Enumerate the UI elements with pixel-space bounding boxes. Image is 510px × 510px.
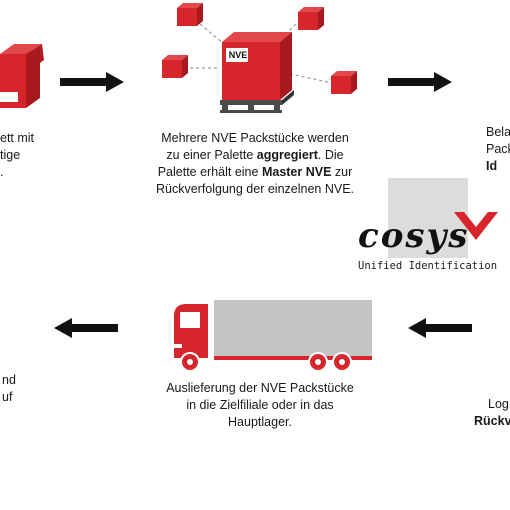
step-bottom-center-text: Auslieferung der NVE Packstücke in die Z… [140,380,380,431]
step-line: uf [2,390,13,404]
step-bottom-left-text: nd uf [2,372,16,406]
arrow-right-icon [388,72,452,92]
package-cube-icon [331,71,357,94]
step-line: Hauptlager. [228,415,292,429]
arrow-right-icon [60,72,124,92]
step-line: Id [486,159,498,173]
package-cube-icon [162,55,188,78]
step-line: Rückve [474,414,510,428]
step-line: Log [488,397,509,411]
delivery-truck-illustration [172,300,372,372]
step-top-left-text: ett mit tige . [0,130,34,181]
package-cube-icon [177,3,203,26]
step-top-left-line: ett mit [0,131,35,145]
logo-wordmark: cosys [358,216,470,256]
step-line: Rückverfolgung der einzelnen NVE. [155,182,355,196]
step-top-left-line: . [0,165,4,179]
step-line: Bela [486,125,510,139]
step-line: Palette erhält eine Master NVE zur [157,165,353,179]
step-line: Pack [486,142,510,156]
master-box [222,32,292,100]
arrow-left-icon [408,318,472,338]
step-bottom-right-text: Log Rückve [474,396,510,430]
step-top-center-text: Mehrere NVE Packstücke werden zu einer P… [130,130,380,198]
pallet-nve-label: NVE [228,50,248,60]
package-cube-icon [298,7,324,30]
step-line: Mehrere NVE Packstücke werden [161,131,349,145]
step-line: Auslieferung der NVE Packstücke [166,381,354,395]
logo-red-chevron-icon [454,212,498,240]
step-top-left-line: tige [0,148,21,162]
step-line: zu einer Palette aggregiert. Die [166,148,344,162]
open-box-icon [0,44,44,108]
step-line: in die Zielfiliale oder in das [186,398,334,412]
pallet-aggregation-illustration [162,3,357,113]
step-top-right-text: Bela Pack Id [486,124,510,175]
cosys-logo: cosys Unified Identification [354,178,504,278]
pallet-icon [220,90,294,113]
arrow-left-icon [54,318,118,338]
logo-tagline: Unified Identification [358,260,498,272]
logo-grey-square [388,178,468,258]
step-line: nd [2,373,16,387]
